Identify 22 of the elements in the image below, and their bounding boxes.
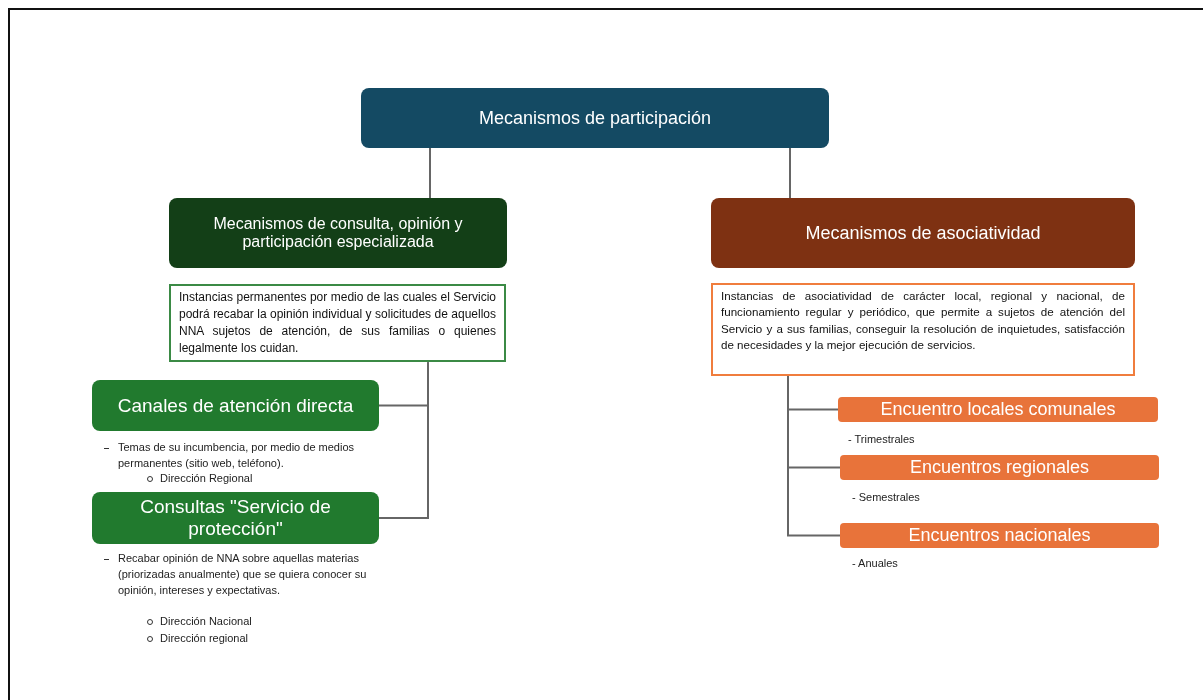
- description-box: Instancias de asociatividad de carácter local, regional y nacional, de funcionamiento regular y periódico, que permite a sujetos de atención del Servicio y a sus familias, conseguir la resolución de inquietudes, satisfacción de necesidades y la mejor ejecución de servicios.: [711, 283, 1135, 376]
- category-box: Mecanismos de asociatividad: [711, 198, 1135, 268]
- note-text: Recabar opinión de NNA sobre aquellas materias (priorizadas anualmente) que se quiera conocer su opinión, intereses y expectativas.: [118, 551, 368, 598]
- mechanism-box: Canales de atención directa: [92, 380, 379, 431]
- connector-line: [787, 375, 841, 537]
- title-box: Mecanismos de participación: [361, 88, 829, 148]
- note-text: - Anuales: [852, 556, 899, 571]
- mechanism-box: Encuentro locales comunales: [838, 397, 1158, 422]
- note-text: Dirección Nacional: [160, 614, 253, 629]
- mechanism-box: Encuentros nacionales: [840, 523, 1159, 548]
- note-text: Dirección Regional: [160, 471, 254, 486]
- connector-line: [789, 147, 791, 199]
- note-text: Dirección regional: [160, 631, 250, 646]
- mechanism-box: Encuentros regionales: [840, 455, 1159, 480]
- connector-line: [378, 361, 429, 519]
- mechanism-box: Consultas "Servicio de protección": [92, 492, 379, 544]
- note-text: Temas de su incumbencia, por medio de medios permanentes (sitio web, teléfono).: [118, 440, 355, 471]
- category-box: Mecanismos de consulta, opinión y participación especializada: [169, 198, 507, 268]
- note-text: - Semestrales: [852, 490, 921, 505]
- note-text: - Trimestrales: [848, 432, 916, 447]
- connector-line: [429, 147, 431, 199]
- description-box: Instancias permanentes por medio de las cuales el Servicio podrá recabar la opinión individual y solicitudes de aquellos NNA sujetos de atención, de sus familias o quienes legalmente los cuidan.: [169, 284, 506, 363]
